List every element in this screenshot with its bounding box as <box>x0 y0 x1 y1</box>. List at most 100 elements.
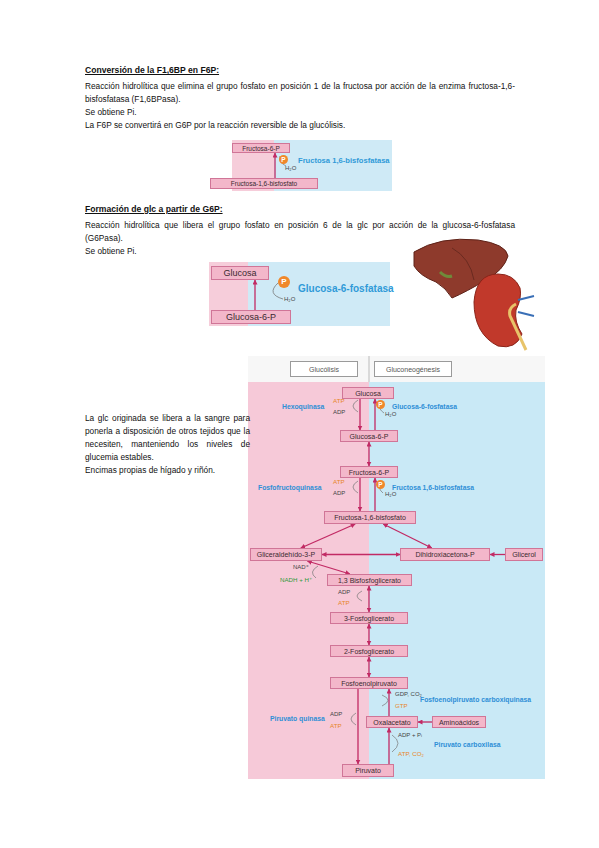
metabolite-box: Glucosa-6-P <box>340 430 398 442</box>
note-text: GDP, CO₂ <box>395 691 422 698</box>
enzyme-label: Piruvato carboxilasa <box>434 741 501 749</box>
enzyme-label: Fructosa 1,6-bisfosfatasa <box>392 484 474 492</box>
enzyme-label: Glucosa-6-fosfatasa <box>298 283 394 295</box>
node-text: 1,3 Bisfosfoglicerato <box>338 577 401 584</box>
node-text: Gliceraldehído-3-P <box>257 551 315 558</box>
metabolite-box: 1,3 Bisfosfoglicerato <box>327 574 412 586</box>
node-text: Oxalacetato <box>373 719 410 726</box>
note-text: H₂O <box>285 165 296 172</box>
cofactor-label: ATP <box>338 599 350 606</box>
reaction-arrow <box>368 624 369 645</box>
node-text: 3-Fosfoglicerato <box>344 615 394 622</box>
reaction-arrow <box>368 442 369 466</box>
node-text: 2-Fosfoglicerato <box>344 648 394 655</box>
paragraph: Se obtiene Pi. <box>85 245 515 258</box>
metabolite-box: Glucosa <box>211 266 269 280</box>
node-text: Fosfoenolpiruvato <box>341 680 397 687</box>
reaction-arrow <box>368 586 369 612</box>
note-text: H₂O <box>385 491 396 498</box>
paragraph: La glc originada se libera a la sangre p… <box>85 412 250 464</box>
paragraph: Encimas propias de hígado y riñón. <box>85 464 250 477</box>
cofactor-label: ATP, CO₂ <box>398 750 424 757</box>
section-heading: Formación de glc a partir de G6P: <box>85 205 223 215</box>
note-text: ADP + Pᵢ <box>398 732 422 739</box>
reaction-arrow <box>322 554 400 555</box>
reaction-curve <box>312 566 318 578</box>
reaction-arrow <box>274 153 275 178</box>
node-text: Glucosa-6-P <box>226 312 276 322</box>
reaction-arrow <box>357 689 358 764</box>
metabolite-box: Piruvato <box>342 764 394 777</box>
reaction-arrow <box>383 524 432 548</box>
enzyme-label: Fosfoenolpiruvato carboxiquinasa <box>420 696 531 704</box>
metabolite-box: Glicerol <box>505 548 543 561</box>
note-text: ADP <box>338 589 350 596</box>
reaction-curve <box>392 735 398 752</box>
note-text: ADP <box>333 409 345 416</box>
gallbladder <box>440 272 452 277</box>
cofactor-label: ATP <box>333 478 345 485</box>
reaction-curve <box>353 481 358 493</box>
cofactor-label: GTP <box>395 702 408 709</box>
phosphate-circle: P <box>376 400 385 409</box>
enzyme-label: Fructosa 1,6-bisfosfatasa <box>298 157 390 166</box>
node-text: Fructosa-1,6-bisfosfato <box>334 514 406 521</box>
metabolite-box: Oxalacetato <box>366 716 418 728</box>
enzyme-label: Hexoquinasa <box>282 403 324 411</box>
reaction-curve <box>353 400 358 412</box>
node-text: Piruvato <box>355 767 381 774</box>
node-text: Aminoácidos <box>439 719 479 726</box>
note-text: H₂O <box>385 411 396 418</box>
enzyme-label: Glucosa-6-fosfatasa <box>392 403 457 411</box>
reaction-curve <box>357 591 362 601</box>
metabolite-box: Gliceraldehído-3-P <box>250 548 322 561</box>
reaction-arrow <box>388 728 389 764</box>
node-text: Glucólisis <box>309 366 339 373</box>
node-text: Glucosa <box>223 268 256 278</box>
enzyme-label: Piruvato quinasa <box>270 715 325 723</box>
metabolite-box: Glucosa-6-P <box>211 310 291 324</box>
reaction-arrow <box>368 657 369 677</box>
reaction-curve <box>382 695 388 706</box>
node-text: Fructosa-1,6-bisfosfato <box>231 180 297 187</box>
note-text: NAD⁺ <box>293 564 309 571</box>
node-text: Glicerol <box>512 551 536 558</box>
metabolite-box: 2-Fosfoglicerato <box>330 645 408 657</box>
phosphate-circle: P <box>376 480 385 489</box>
metabolite-box: 3-Fosfoglicerato <box>330 612 408 624</box>
metabolite-box: Aminoácidos <box>432 716 486 728</box>
renal-vessels <box>518 296 534 316</box>
ureter <box>510 304 526 350</box>
enzyme-label: Fosfofructoquinasa <box>258 484 321 492</box>
note-text: ADP <box>333 490 345 497</box>
note-text: H₂O <box>284 296 295 303</box>
reaction-arrow <box>359 478 360 511</box>
node-text: Glucosa-6-P <box>350 433 389 440</box>
paragraph: Reacción hidrolítica que elimina el grup… <box>85 80 515 106</box>
paragraph: Reacción hidrolítica que libera el grupo… <box>85 219 515 245</box>
metabolite-box: Fructosa-1,6-bisfosfato <box>210 178 318 189</box>
metabolite-box: Fructosa-6-P <box>232 143 290 153</box>
metabolite-box: Fructosa-1,6-bisfosfato <box>324 511 416 524</box>
node-text: Fructosa-6-P <box>349 469 389 476</box>
reaction-curve <box>351 713 356 725</box>
reaction-arrow <box>307 561 350 574</box>
header-box: Glucólisis <box>290 361 358 377</box>
node-text: Fructosa-6-P <box>242 145 280 152</box>
reaction-arrow <box>418 721 432 722</box>
liver-lobe-line <box>452 248 474 280</box>
phosphate-circle: P <box>279 155 288 164</box>
cofactor-label: NADH + H⁺ <box>280 576 312 583</box>
reaction-arrow <box>301 524 355 548</box>
reaction-arrow <box>359 399 360 430</box>
reaction-arrow <box>490 554 505 555</box>
reaction-arrow <box>388 689 389 716</box>
paragraph: Se obtiene Pi. <box>85 106 515 119</box>
cofactor-label: ATP <box>330 722 342 729</box>
metabolite-box: Fosfoenolpiruvato <box>330 677 408 689</box>
node-text: Glucosa <box>355 390 381 397</box>
note-text: ADP <box>330 711 342 718</box>
section-heading: Conversión de la F1,6BP en F6P: <box>85 66 219 76</box>
reaction-arrow <box>254 280 255 310</box>
